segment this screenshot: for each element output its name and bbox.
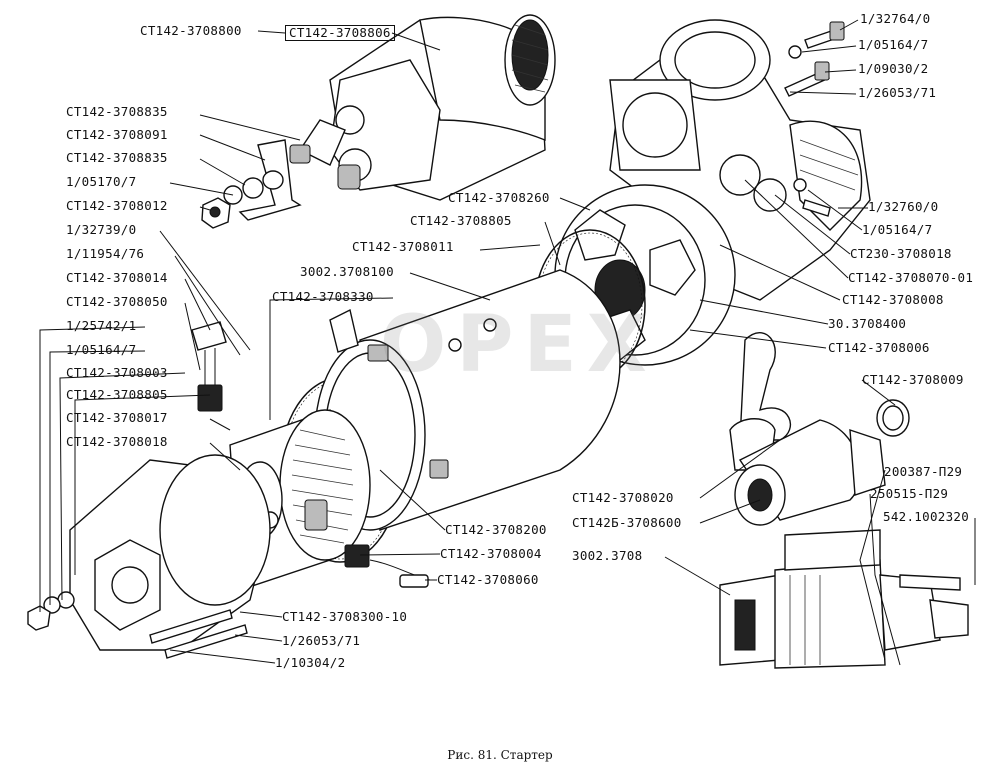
figure-caption: Рис. 81. Стартер — [447, 748, 553, 762]
part-label: 200387-П29 — [884, 464, 963, 479]
part-label: СТ142-3708017 — [66, 410, 168, 425]
watermark: OPEX — [380, 300, 657, 390]
part-label: СТ142-3708050 — [66, 294, 168, 309]
drive-housing — [609, 19, 871, 301]
part-label: СТ142-3708003 — [66, 365, 168, 380]
leader-lines — [39, 19, 976, 666]
part-label: 250515-П29 — [870, 486, 949, 501]
part-label: 1/05164/7 — [858, 37, 929, 52]
part-label: 1/26053/71 — [858, 85, 937, 100]
part-label: СТ142-3708020 — [572, 490, 674, 505]
part-label: 30.3708400 — [828, 316, 907, 331]
part-label: 1/05164/7 — [862, 222, 933, 237]
part-label: 3002.3708100 — [300, 264, 394, 279]
part-label: СТ142-3708260 — [448, 190, 550, 205]
part-label: 542.1002320 — [883, 509, 970, 524]
stator-housing — [314, 269, 621, 531]
terminal-bracket — [201, 139, 302, 229]
part-label: 1/26053/71 — [282, 633, 361, 648]
part-label: СТ142-3708835 — [66, 104, 168, 119]
drive-pinion — [729, 332, 910, 526]
part-label: СТ142-3708200 — [445, 522, 547, 537]
part-label: СТ142-3708011 — [352, 239, 454, 254]
part-label: СТ142-3708070-01 — [848, 270, 974, 285]
part-label: 1/05164/7 — [66, 342, 137, 357]
part-label: 1/11954/76 — [66, 246, 145, 261]
part-label-boxed: СТ142-3708806 — [285, 25, 395, 41]
brush-holders — [191, 321, 431, 588]
part-label: СТ142-3708060 — [437, 572, 539, 587]
part-label: 3002.3708 — [572, 548, 643, 563]
part-label: 1/10304/2 — [275, 655, 346, 670]
assembled-starter — [719, 529, 969, 669]
part-label: СТ230-3708018 — [850, 246, 952, 261]
part-label: 1/32764/0 — [860, 11, 931, 26]
part-label: 1/25742/1 — [66, 318, 137, 333]
part-label: СТ142Б-3708600 — [572, 515, 682, 530]
part-label: СТ142-3708004 — [440, 546, 542, 561]
part-label: СТ142-3708012 — [66, 198, 168, 213]
part-label: СТ142-3708008 — [842, 292, 944, 307]
part-label: 1/32760/0 — [868, 199, 939, 214]
mounting-bolts — [784, 21, 845, 217]
part-label: СТ142-3708805 — [66, 387, 168, 402]
part-label: СТ142-3708800 — [140, 23, 242, 38]
part-label: СТ142-3708006 — [828, 340, 930, 355]
part-label: СТ142-3708300-10 — [282, 609, 408, 624]
solenoid-relay — [289, 14, 556, 201]
part-label: СТ142-3708091 — [66, 127, 168, 142]
part-label: СТ142-3708018 — [66, 434, 168, 449]
part-label: 1/09030/2 — [858, 61, 929, 76]
part-label: СТ142-3708330 — [272, 289, 374, 304]
part-label: СТ142-3708835 — [66, 150, 168, 165]
part-label: СТ142-3708009 — [862, 372, 964, 387]
part-label: СТ142-3708805 — [410, 213, 512, 228]
part-label: 1/32739/0 — [66, 222, 137, 237]
part-label: 1/05170/7 — [66, 174, 137, 189]
part-label: СТ142-3708014 — [66, 270, 168, 285]
end-cover — [69, 454, 271, 659]
nut-washers — [27, 591, 75, 631]
